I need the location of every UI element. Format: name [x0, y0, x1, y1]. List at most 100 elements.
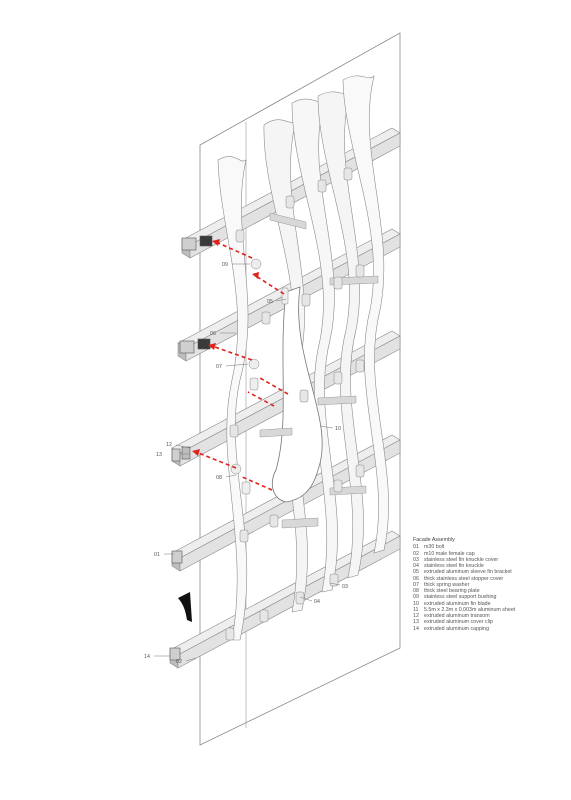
- legend-item-number: 05: [413, 569, 419, 576]
- knuckle: [355, 464, 365, 478]
- legend-list: 01 m30 bolt 02 m10 male female cap 03 stainle…: [413, 544, 563, 632]
- leader-lines: [154, 263, 341, 662]
- knuckle: [355, 359, 365, 373]
- assembly-arrow: [195, 451, 237, 469]
- legend-item-text: thick stainless steel stopper cover: [424, 575, 504, 582]
- knuckle: [229, 424, 239, 438]
- transom-end-tier-4: [171, 550, 183, 564]
- legend-item-number: 01: [413, 544, 419, 551]
- knuckle: [269, 514, 279, 528]
- legend-item-number: 13: [413, 619, 419, 626]
- bracket-07: [249, 377, 259, 391]
- legend-item-number: 09: [413, 594, 419, 601]
- callout-04: 04: [314, 599, 320, 605]
- exploded-fin-blade: [271, 286, 323, 503]
- knuckle: [301, 293, 311, 307]
- aluminum-capping-piece: [178, 592, 192, 622]
- callout-01: 01: [154, 552, 160, 558]
- knuckle: [333, 371, 343, 385]
- arrowhead: [192, 449, 200, 456]
- washer-09: [250, 258, 262, 270]
- fin-band: [269, 212, 307, 230]
- legend-item: 13 extruded aluminum cover clip: [413, 619, 563, 625]
- arrowhead: [208, 343, 216, 350]
- callout-05: 05: [267, 299, 273, 305]
- legend-item: 03 stainless steel fin knuckle cover: [413, 557, 563, 563]
- knuckle: [329, 573, 339, 587]
- knuckle: [261, 311, 271, 325]
- bushing-08: [241, 481, 251, 495]
- legend-item: 07 thick spring washer: [413, 582, 563, 588]
- legend-item-text: stainless steel support bushing: [424, 594, 497, 601]
- arrowhead: [252, 272, 259, 279]
- legend-item: 02 m10 male female cap: [413, 551, 563, 557]
- knuckle: [235, 229, 245, 243]
- washer-07: [248, 358, 260, 370]
- callout-02: 02: [176, 659, 182, 665]
- facade-assembly-legend: Facade Assembly 01 m30 bolt 02 m10 male fem…: [413, 537, 563, 632]
- legend-item-text: stainless steel fin knuckle: [424, 563, 484, 569]
- legend-item-number: 02: [413, 550, 419, 557]
- legend-item-text: 5.5m x 2.3m x 0.003m aluminum sheet: [424, 606, 516, 613]
- assembly-arrow: [255, 275, 285, 295]
- fin-blade-3: [291, 98, 338, 593]
- legend-item-text: stainless steel fin knuckle cover: [424, 556, 499, 563]
- assembly-arrow: [239, 475, 273, 491]
- transom-end-tier-2: [179, 338, 211, 354]
- knuckle: [285, 195, 295, 209]
- legend-item-text: extruded aluminum sleeve fin bracket: [424, 569, 512, 576]
- callout-10: 10: [335, 426, 341, 432]
- arrowhead: [212, 239, 220, 246]
- legend-item: 04 stainless steel fin knuckle: [413, 563, 563, 569]
- exploded-hardware: [230, 258, 289, 495]
- callout-12: 12: [166, 442, 172, 448]
- assembly-arrow: [211, 345, 253, 361]
- legend-item-text: m10 male female cap: [424, 550, 475, 557]
- legend-item-text: extruded aluminum transom: [424, 613, 490, 619]
- fin-band: [259, 427, 293, 438]
- legend-item: 01 m30 bolt: [413, 544, 563, 550]
- callout-14: 14: [144, 654, 150, 660]
- exploded-transom-ends: [169, 235, 213, 661]
- callout-labels: 09 05 06 07 10 12 13 08 01 03 04 14 02: [144, 262, 348, 665]
- legend-item: 09 stainless steel support bushing: [413, 594, 563, 600]
- legend-item-text: extruded aluminum capping: [424, 625, 490, 632]
- legend-item-number: 08: [413, 588, 419, 594]
- fin-knuckle-group: [225, 167, 365, 641]
- legend-item-number: 14: [413, 625, 419, 632]
- fin-band: [317, 395, 357, 406]
- legend-item-text: extruded aluminum cover clip: [424, 619, 493, 626]
- legend-item: 05 extruded aluminum sleeve fin bracket: [413, 569, 563, 575]
- legend-item-number: 07: [413, 581, 419, 588]
- legend-item: 14 extruded aluminum capping: [413, 626, 563, 632]
- knuckle: [299, 389, 309, 403]
- fin-blade-4: [317, 91, 364, 579]
- legend-item-number: 10: [413, 600, 419, 607]
- knuckle: [259, 609, 269, 623]
- callout-13: 13: [156, 452, 162, 458]
- legend-title: Facade Assembly: [413, 537, 455, 543]
- legend-item-text: m30 bolt: [424, 544, 445, 551]
- callout-07: 07: [216, 364, 222, 370]
- knuckle: [333, 479, 343, 493]
- legend-item-text: extruded aluminum fin blade: [424, 600, 491, 607]
- legend-item-number: 04: [413, 563, 419, 569]
- callout-09: 09: [222, 262, 228, 268]
- knuckle: [225, 627, 235, 641]
- legend-item-text: thick spring washer: [424, 581, 470, 588]
- legend-item-number: 03: [413, 556, 419, 563]
- knuckle: [333, 276, 343, 290]
- fin-band: [281, 517, 319, 529]
- assembly-arrow: [259, 377, 289, 395]
- callout-03: 03: [342, 584, 348, 590]
- knuckle: [295, 591, 305, 605]
- fin-blade-1: [217, 156, 249, 641]
- fin-blade-5: [342, 75, 389, 554]
- callout-06: 06: [210, 331, 216, 337]
- assembly-arrowheads: [192, 239, 259, 456]
